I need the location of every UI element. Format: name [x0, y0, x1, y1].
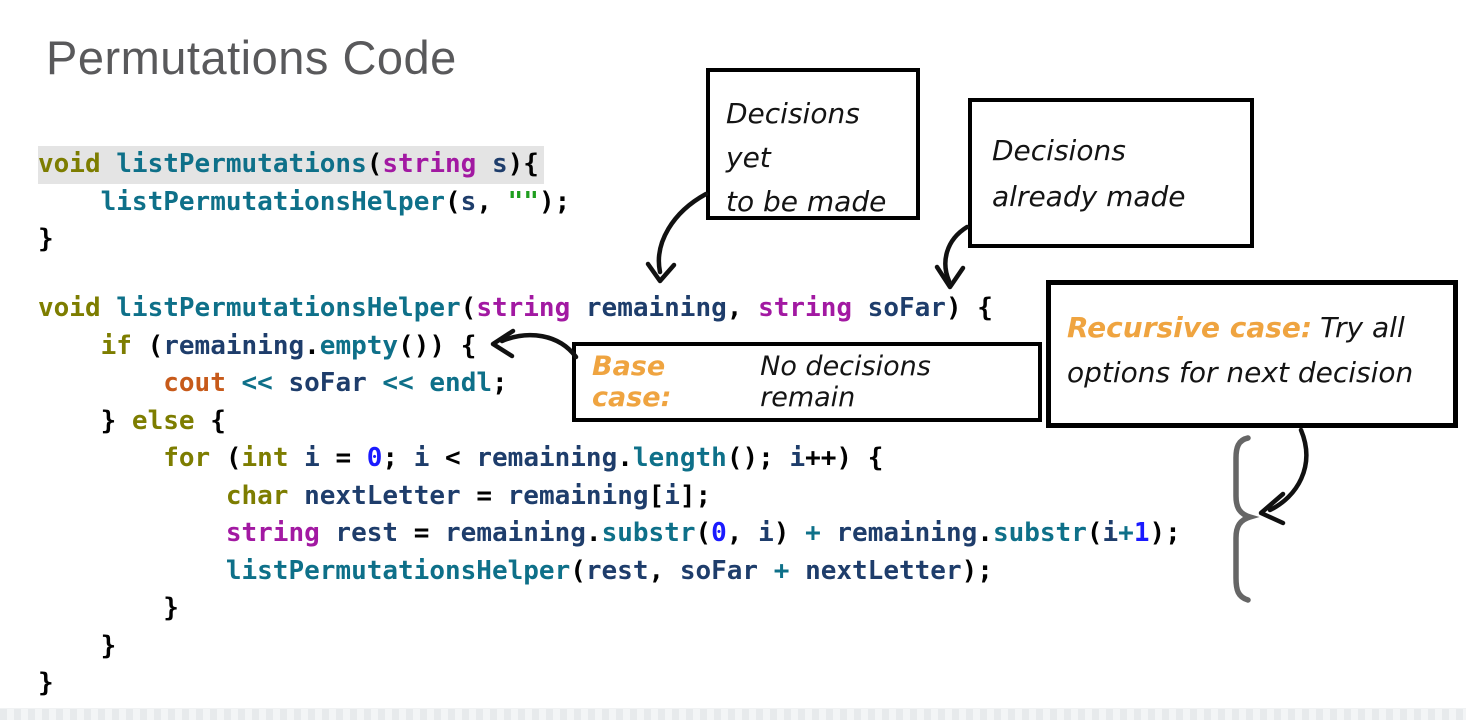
arrow-to-sofar-icon — [934, 224, 970, 290]
code-block-listPermutationsHelper: void listPermutationsHelper(string remai… — [38, 290, 1181, 703]
code-line: } — [38, 593, 179, 623]
annotation-box-recursive-case: Recursive case:Try all options for next … — [1046, 280, 1458, 428]
code-block-listPermutations: void listPermutations(string s){ listPer… — [38, 146, 570, 259]
code-line: listPermutationsHelper(rest, soFar + nex… — [225, 555, 993, 586]
code-line: listPermutationsHelper(s, ""); — [100, 186, 571, 217]
annotation-text-decisions-already: Decisions already made — [992, 134, 1186, 213]
annotation-box-base-case: Base case: No decisions remain — [572, 342, 1042, 422]
code-line: string rest = remaining.substr(0, i) + r… — [225, 518, 1181, 548]
code-line: for (int i = 0; i < remaining.length(); … — [163, 443, 884, 473]
base-case-label: Base case: — [592, 351, 672, 413]
code-line: } — [38, 668, 54, 698]
slide-title: Permutations Code — [46, 31, 457, 84]
code-line: void listPermutations(string s){ — [38, 146, 544, 184]
code-line: } — [38, 630, 117, 661]
arrow-to-remaining-icon — [645, 191, 709, 284]
annotation-box-decisions-already: Decisions already made — [968, 98, 1254, 248]
code-line: if (remaining.empty()) { — [100, 330, 477, 361]
recursive-case-text: Try all options for next decision — [1067, 311, 1414, 389]
loop-brace-icon — [1233, 435, 1260, 603]
slide-bottom-edge — [0, 708, 1466, 720]
code-line: cout << soFar << endl; — [163, 368, 508, 398]
arrow-to-loop-brace-icon — [1258, 427, 1309, 526]
code-line: } else { — [38, 405, 226, 436]
code-line: char nextLetter = remaining[i]; — [225, 480, 712, 511]
code-line: } — [38, 224, 54, 254]
annotation-box-decisions-yet: Decisions yet to be made — [706, 68, 920, 220]
recursive-case-label: Recursive case: — [1067, 311, 1313, 344]
annotation-text-decisions-yet: Decisions yet to be made — [726, 97, 887, 218]
code-line: void listPermutationsHelper(string remai… — [38, 293, 993, 323]
base-case-text: No decisions remain — [760, 351, 931, 413]
